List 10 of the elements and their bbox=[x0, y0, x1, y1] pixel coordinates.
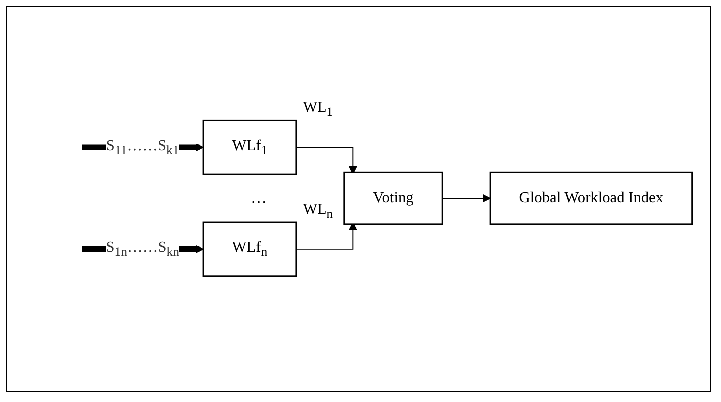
node-box: Global Workload Index bbox=[490, 172, 694, 226]
node-box: WLf$_{1}$ bbox=[202, 120, 298, 176]
output-label: WL$_{n}$ bbox=[303, 202, 333, 222]
arrow bbox=[442, 194, 491, 204]
node-box: WLf$_{n}$ bbox=[202, 222, 298, 278]
ellipsis-note: … bbox=[250, 190, 267, 207]
edge-label: S$_{11}$……S$_{k1}$ bbox=[106, 138, 180, 158]
node-box: Voting bbox=[344, 172, 444, 226]
output-label: WL$_{1}$ bbox=[303, 100, 333, 120]
edge-label: S$_{1n}$……S$_{kn}$ bbox=[106, 240, 180, 260]
